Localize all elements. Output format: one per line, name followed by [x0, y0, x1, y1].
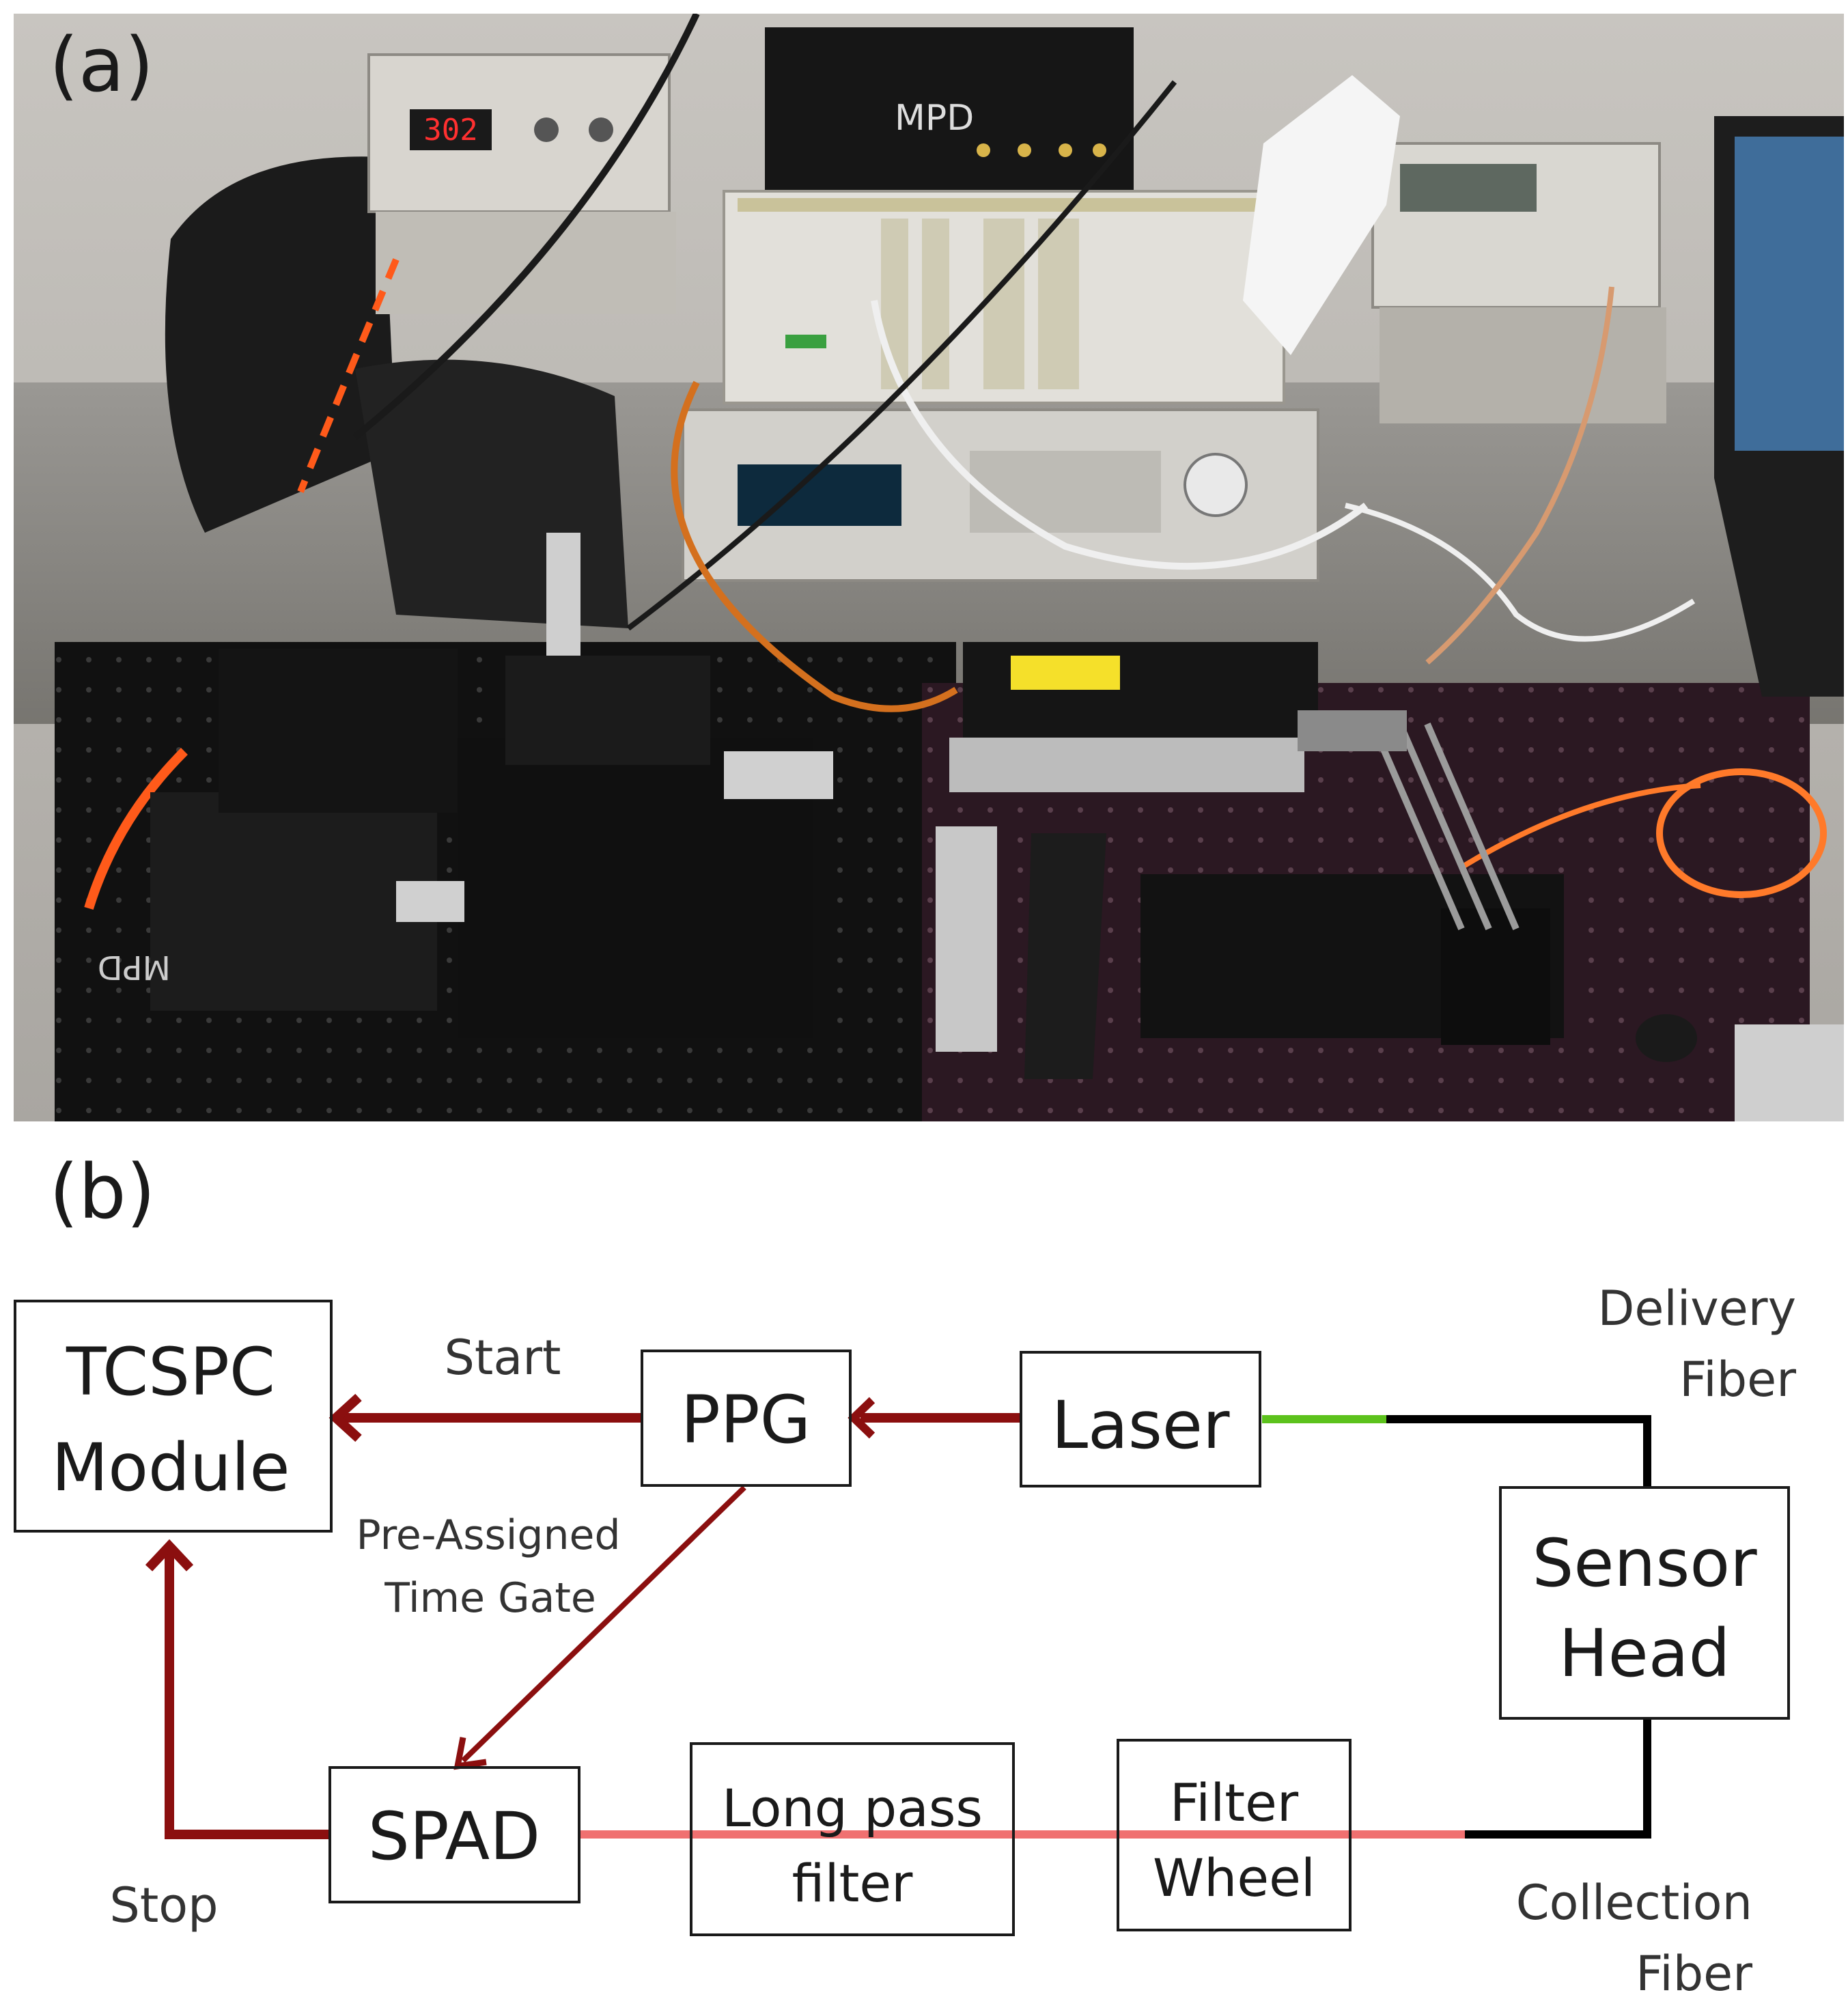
panel-b-label: (b): [49, 1148, 156, 1235]
spad-box: SPAD: [328, 1766, 580, 1903]
spad-to-tcspc-arrowhead: [145, 1539, 194, 1571]
collection-fiber-black-segment: [1465, 1720, 1651, 1839]
tcspc-label-line2: Module: [51, 1429, 290, 1506]
mpd-brand-bottom: MPD: [98, 948, 171, 986]
ppg-label: PPG: [681, 1382, 811, 1458]
tcspc-label-line1: TCSPC: [66, 1334, 275, 1410]
gate-label-line1: Pre-Assigned: [356, 1511, 620, 1559]
block-diagram: TCSPC Module PPG Laser Sensor Head SPAD …: [14, 1281, 1796, 2002]
stop-label: Stop: [109, 1877, 218, 1933]
sensor-label-line1: Sensor: [1532, 1525, 1757, 1602]
spad-to-tcspc-arrow: [165, 1545, 330, 1839]
ppg-box: PPG: [641, 1350, 852, 1487]
delivery-fiber-black-segment: [1386, 1415, 1651, 1487]
lab-setup-photo: 302 MPD MPD: [14, 14, 1844, 1121]
lab-setup-illustration: 302 MPD MPD: [14, 14, 1844, 1121]
filterwheel-label-line2: Wheel: [1153, 1847, 1315, 1908]
filterwheel-label-line1: Filter: [1170, 1772, 1299, 1833]
mpd-brand-top: MPD: [895, 98, 974, 139]
ppg-to-spad-arrow: [461, 1485, 746, 1763]
gate-label-line2: Time Gate: [384, 1574, 596, 1622]
filter-wheel-box: Filter Wheel: [1117, 1739, 1352, 1931]
instrument-display-reading: 302: [423, 113, 477, 148]
collection-fiber-label-line1: Collection: [1516, 1875, 1752, 1931]
longpass-label-line1: Long pass: [722, 1778, 983, 1839]
laser-label: Laser: [1052, 1387, 1230, 1464]
longpass-label-line2: filter: [792, 1853, 914, 1914]
tcspc-module-box: TCSPC Module: [14, 1300, 333, 1533]
laser-to-ppg-arrowhead: [848, 1397, 876, 1439]
sensor-head-box: Sensor Head: [1499, 1486, 1790, 1720]
collection-fiber-label-line2: Fiber: [1636, 1946, 1752, 2002]
sensor-label-line2: Head: [1558, 1615, 1730, 1692]
long-pass-filter-box: Long pass filter: [690, 1742, 1015, 1936]
laser-box: Laser: [1020, 1351, 1261, 1487]
ppg-to-tcspc-arrowhead: [328, 1393, 362, 1442]
connections: [145, 1393, 1651, 1839]
delivery-fiber-label-line2: Fiber: [1679, 1352, 1796, 1408]
delivery-fiber-label-line1: Delivery: [1597, 1281, 1796, 1337]
panel-a-label: (a): [49, 21, 154, 109]
start-label: Start: [444, 1330, 561, 1386]
spad-label: SPAD: [368, 1798, 540, 1875]
